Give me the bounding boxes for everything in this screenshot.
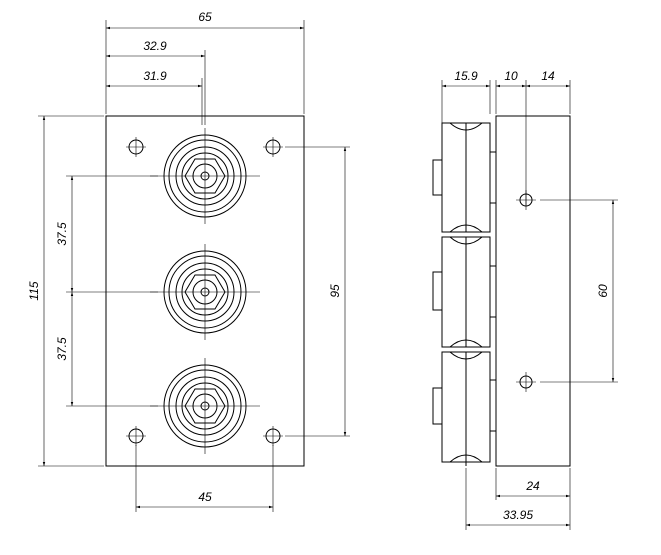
dim-65: 65	[198, 10, 212, 24]
mounting-hole-top-right	[263, 137, 283, 157]
dim-37-5-upper: 37.5	[55, 222, 69, 246]
mounting-hole-top-left	[126, 137, 146, 157]
dim-14: 14	[541, 69, 555, 83]
dim-95: 95	[328, 284, 342, 298]
roller-profile-bottom	[432, 351, 497, 466]
roller-middle	[150, 244, 260, 340]
dim-24: 24	[525, 479, 540, 493]
dim-45: 45	[198, 490, 212, 504]
dim-33-95: 33.95	[503, 508, 533, 522]
dim-60: 60	[596, 284, 610, 298]
side-plate	[495, 115, 571, 467]
side-hole-lower	[516, 372, 536, 392]
front-view: 65 32.9 31.9 115 37.5 37.5 95 45	[27, 10, 350, 512]
dim-15-9: 15.9	[454, 69, 478, 83]
mounting-hole-bottom-right	[263, 426, 283, 446]
roller-bottom	[150, 358, 260, 454]
side-view: 15.9 10 14 60 24 33.95	[432, 69, 618, 530]
dim-10: 10	[504, 69, 518, 83]
side-hole-upper	[516, 190, 536, 210]
roller-top	[150, 128, 260, 224]
dim-115: 115	[27, 281, 41, 300]
roller-profile-top	[432, 122, 497, 233]
dim-31-9: 31.9	[143, 69, 167, 83]
dim-32-9: 32.9	[143, 39, 167, 53]
dim-37-5-lower: 37.5	[55, 337, 69, 361]
roller-profile-middle	[432, 236, 497, 348]
mounting-hole-bottom-left	[126, 426, 146, 446]
